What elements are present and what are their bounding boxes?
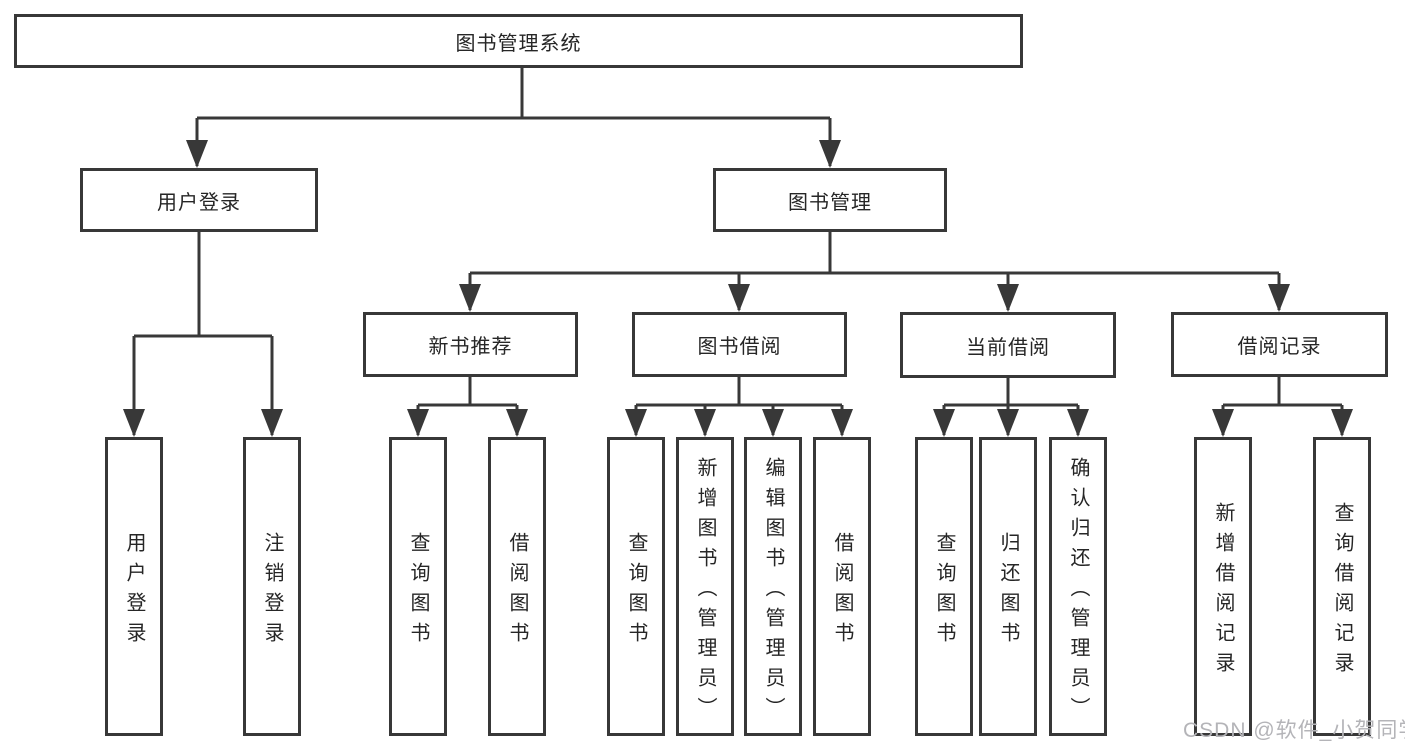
node-book-management: 图书管理 [713,168,947,232]
leaf-user-login: 用户登录 [105,437,163,736]
leaf-nb-query-books-label: 查询图书 [407,531,429,652]
node-user-login: 用户登录 [80,168,318,232]
node-user-login-label: 用户登录 [157,191,241,214]
leaf-nb-borrow-books: 借阅图书 [488,437,546,736]
leaf-logout-login: 注销登录 [243,437,301,736]
leaf-bb-edit-books-admin-label: 编辑图书（管理员） [762,456,784,727]
node-borrow-record-label: 借阅记录 [1237,336,1322,358]
leaf-br-add-record: 新增借阅记录 [1194,437,1252,736]
leaf-nb-borrow-books-label: 借阅图书 [506,531,528,652]
leaf-bb-borrow-books-label: 借阅图书 [831,531,853,652]
leaf-br-query-record: 查询借阅记录 [1313,437,1371,736]
leaf-br-query-record-label: 查询借阅记录 [1331,501,1353,682]
leaf-br-add-record-label: 新增借阅记录 [1212,501,1234,682]
node-book-borrow: 图书借阅 [632,312,847,377]
leaf-bb-query-books: 查询图书 [607,437,665,736]
leaf-bb-edit-books-admin: 编辑图书（管理员） [744,437,802,736]
node-current-borrow: 当前借阅 [900,312,1116,378]
leaf-bb-query-books-label: 查询图书 [625,531,647,652]
node-book-borrow-label: 图书借阅 [697,336,782,358]
leaf-bb-add-books-admin-label: 新增图书（管理员） [694,456,716,727]
node-borrow-record: 借阅记录 [1171,312,1388,377]
csdn-watermark: CSDN @软件_小贺同学 [1183,719,1405,742]
leaf-user-login-label: 用户登录 [123,531,145,652]
connector-paths [132,68,1344,435]
leaf-cb-return-books-label: 归还图书 [997,531,1019,652]
leaf-cb-query-books: 查询图书 [915,437,973,736]
leaf-cb-return-books: 归还图书 [979,437,1037,736]
node-new-book-recommend-label: 新书推荐 [428,336,513,358]
leaf-cb-confirm-return-admin: 确认归还（管理员） [1049,437,1107,736]
leaf-cb-confirm-return-admin-label: 确认归还（管理员） [1067,456,1089,727]
node-root-label: 图书管理系统 [455,32,582,55]
leaf-bb-add-books-admin: 新增图书（管理员） [676,437,734,736]
leaf-bb-borrow-books: 借阅图书 [813,437,871,736]
node-book-management-label: 图书管理 [788,191,872,214]
leaf-cb-query-books-label: 查询图书 [933,531,955,652]
leaf-nb-query-books: 查询图书 [389,437,447,736]
node-root-system: 图书管理系统 [14,14,1023,68]
node-new-book-recommend: 新书推荐 [363,312,578,377]
arrowheads [123,140,1353,437]
node-current-borrow-label: 当前借阅 [966,336,1050,359]
leaf-logout-login-label: 注销登录 [261,531,283,652]
